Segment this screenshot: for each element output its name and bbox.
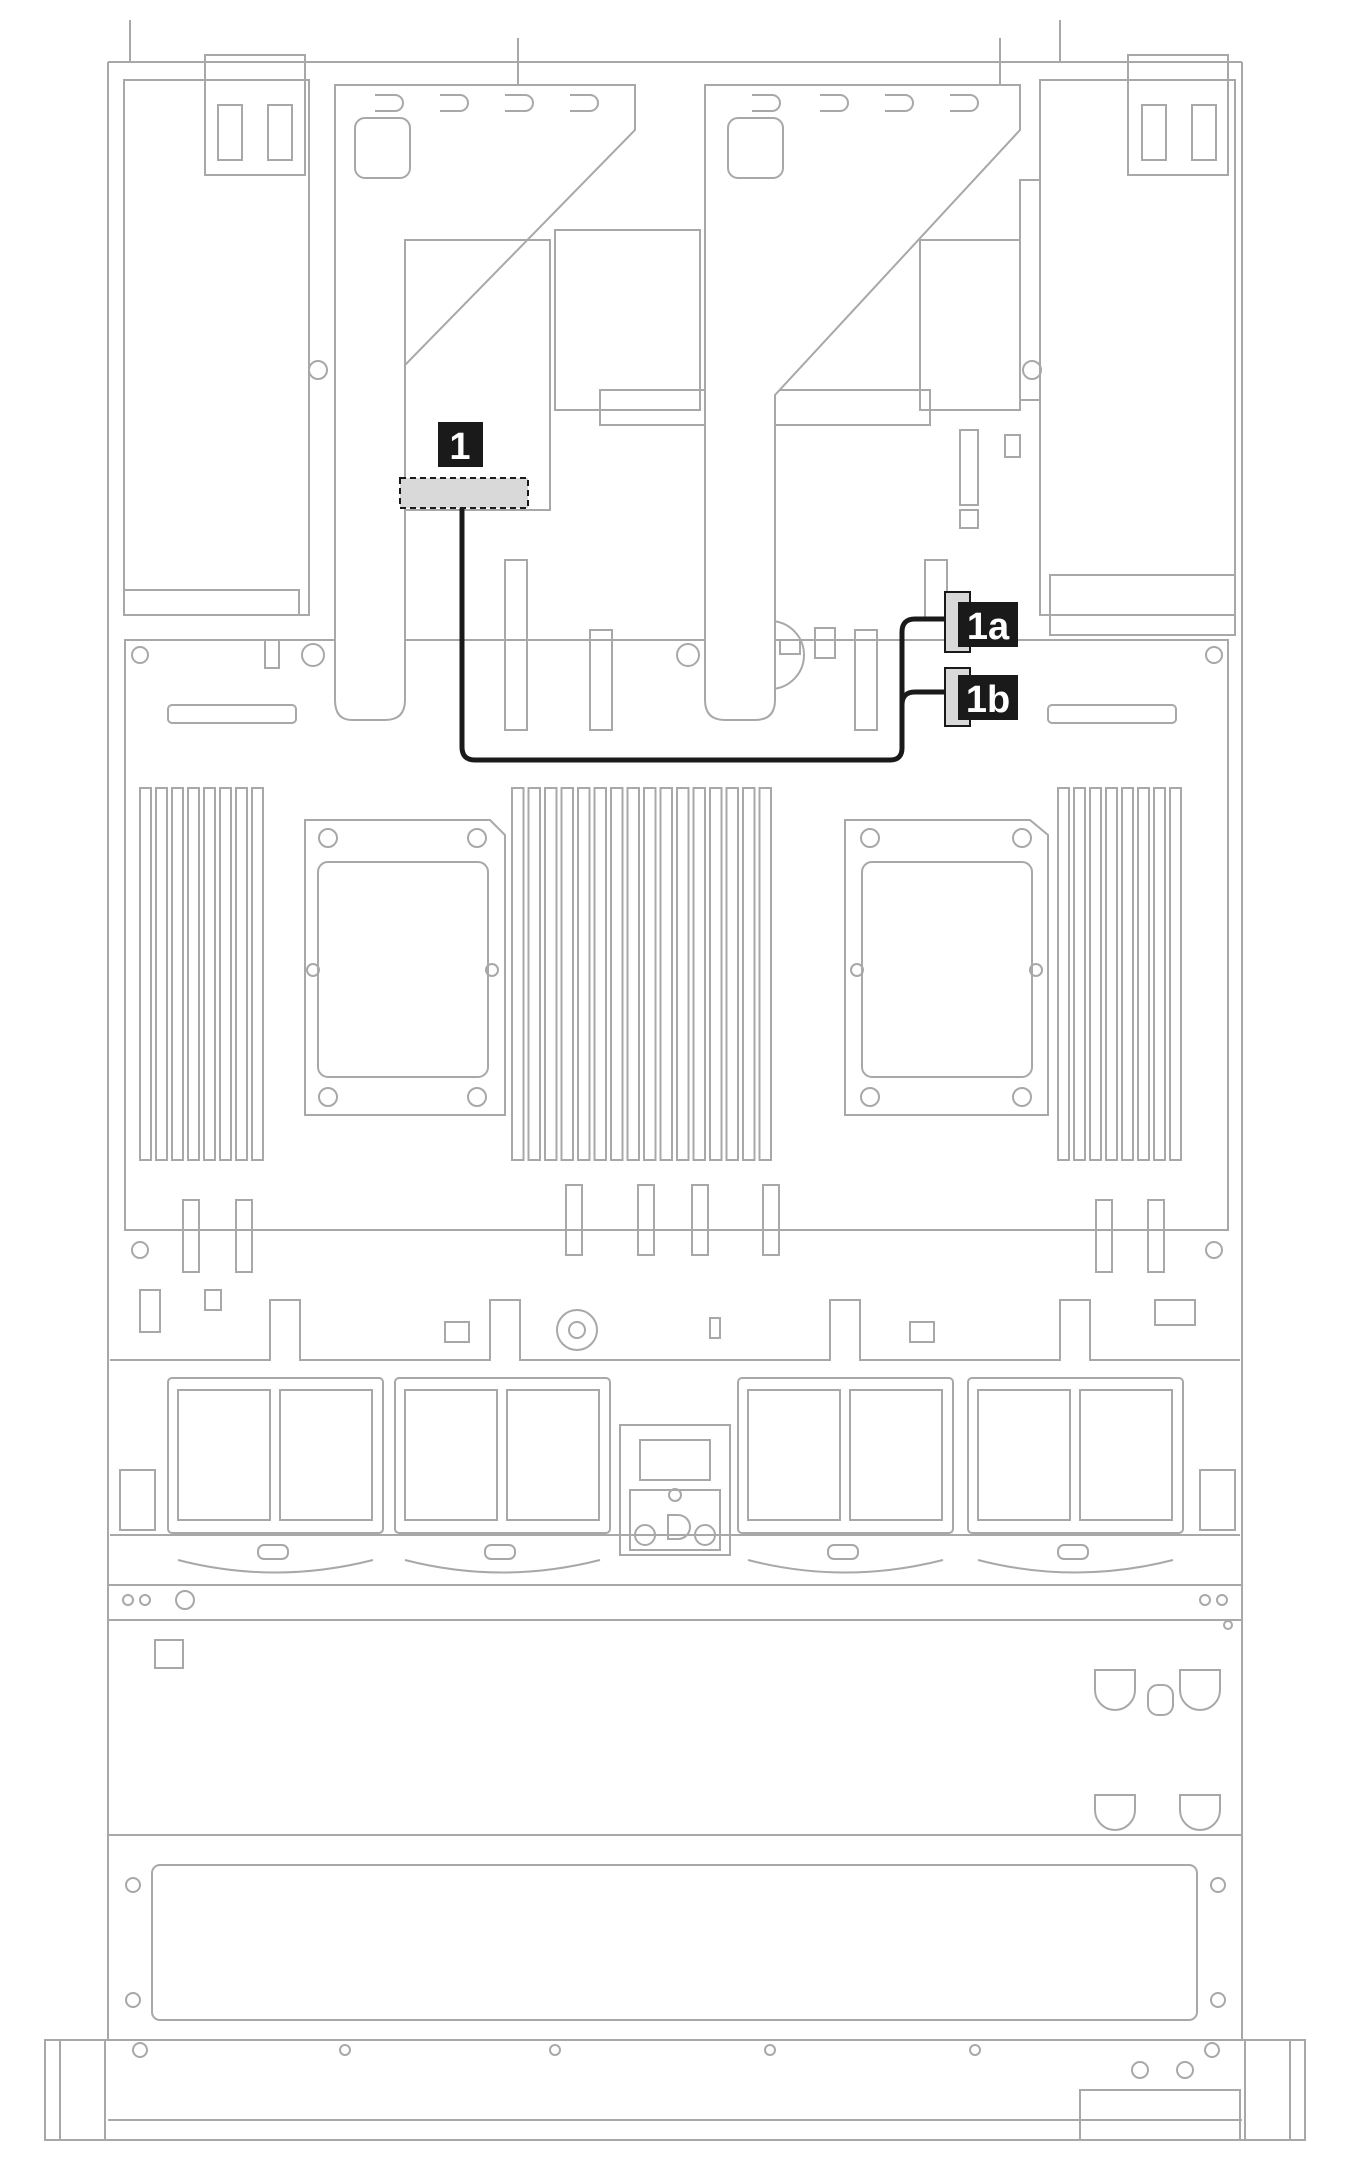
dimm-slot bbox=[1105, 787, 1118, 1161]
fan-cage bbox=[110, 1299, 1240, 1574]
dimm-slot bbox=[171, 787, 184, 1161]
dimm-slot bbox=[155, 787, 168, 1161]
dimm-slot bbox=[203, 787, 216, 1161]
dimm-slot bbox=[742, 787, 756, 1161]
dimm-slot bbox=[251, 787, 264, 1161]
dimm-slot bbox=[1153, 787, 1166, 1161]
dimm-slot bbox=[577, 787, 591, 1161]
callout-1b-label: 1b bbox=[966, 679, 1010, 721]
dimm-slot bbox=[758, 787, 772, 1161]
dimm-slot bbox=[1137, 787, 1150, 1161]
cable-route bbox=[459, 505, 948, 763]
dimm-bank-left bbox=[139, 787, 264, 1161]
dimm-slot bbox=[709, 787, 723, 1161]
dimm-slot bbox=[139, 787, 152, 1161]
board-connectors-lower bbox=[139, 1184, 1196, 1351]
processor-socket-1 bbox=[304, 819, 506, 1116]
callout-1a-label: 1a bbox=[967, 606, 1010, 648]
dimm-slot bbox=[610, 787, 624, 1161]
callout-1: 1 bbox=[438, 422, 483, 468]
dimm-bank-right bbox=[1057, 787, 1182, 1161]
callout-1-label: 1 bbox=[449, 426, 470, 468]
dimm-slot bbox=[187, 787, 200, 1161]
processor-socket-2 bbox=[844, 819, 1049, 1116]
dimm-slot bbox=[692, 787, 706, 1161]
dimm-slot bbox=[560, 787, 574, 1161]
riser-connector bbox=[399, 477, 529, 509]
fan-module bbox=[167, 1377, 384, 1574]
dimm-slot bbox=[1057, 787, 1070, 1161]
dimm-slot bbox=[659, 787, 673, 1161]
callout-1b: 1b bbox=[958, 675, 1018, 721]
dimm-slot bbox=[1169, 787, 1182, 1161]
dimm-slot bbox=[1089, 787, 1102, 1161]
fan-module bbox=[737, 1377, 954, 1574]
riser-cage-2 bbox=[676, 84, 1042, 721]
dimm-bank-center bbox=[511, 787, 772, 1161]
dimm-slot bbox=[643, 787, 657, 1161]
fan-module bbox=[394, 1377, 611, 1574]
riser-cage-1 bbox=[301, 84, 636, 721]
dimm-slot bbox=[527, 787, 541, 1161]
dimm-slot bbox=[725, 787, 739, 1161]
dimm-slot bbox=[1121, 787, 1134, 1161]
callout-1a: 1a bbox=[958, 602, 1018, 648]
dimm-slot bbox=[1073, 787, 1086, 1161]
fan-module bbox=[967, 1377, 1184, 1574]
dimm-slot bbox=[676, 787, 690, 1161]
dimm-slot bbox=[235, 787, 248, 1161]
pcie-slots-board bbox=[504, 559, 948, 731]
chassis-outline bbox=[107, 20, 1243, 2041]
front-drive-area bbox=[44, 1584, 1306, 2141]
dimm-slot bbox=[593, 787, 607, 1161]
dimm-slot bbox=[544, 787, 558, 1161]
cable bbox=[459, 505, 948, 763]
dimm-slot bbox=[511, 787, 525, 1161]
dimm-slot bbox=[219, 787, 232, 1161]
dimm-slot bbox=[626, 787, 640, 1161]
